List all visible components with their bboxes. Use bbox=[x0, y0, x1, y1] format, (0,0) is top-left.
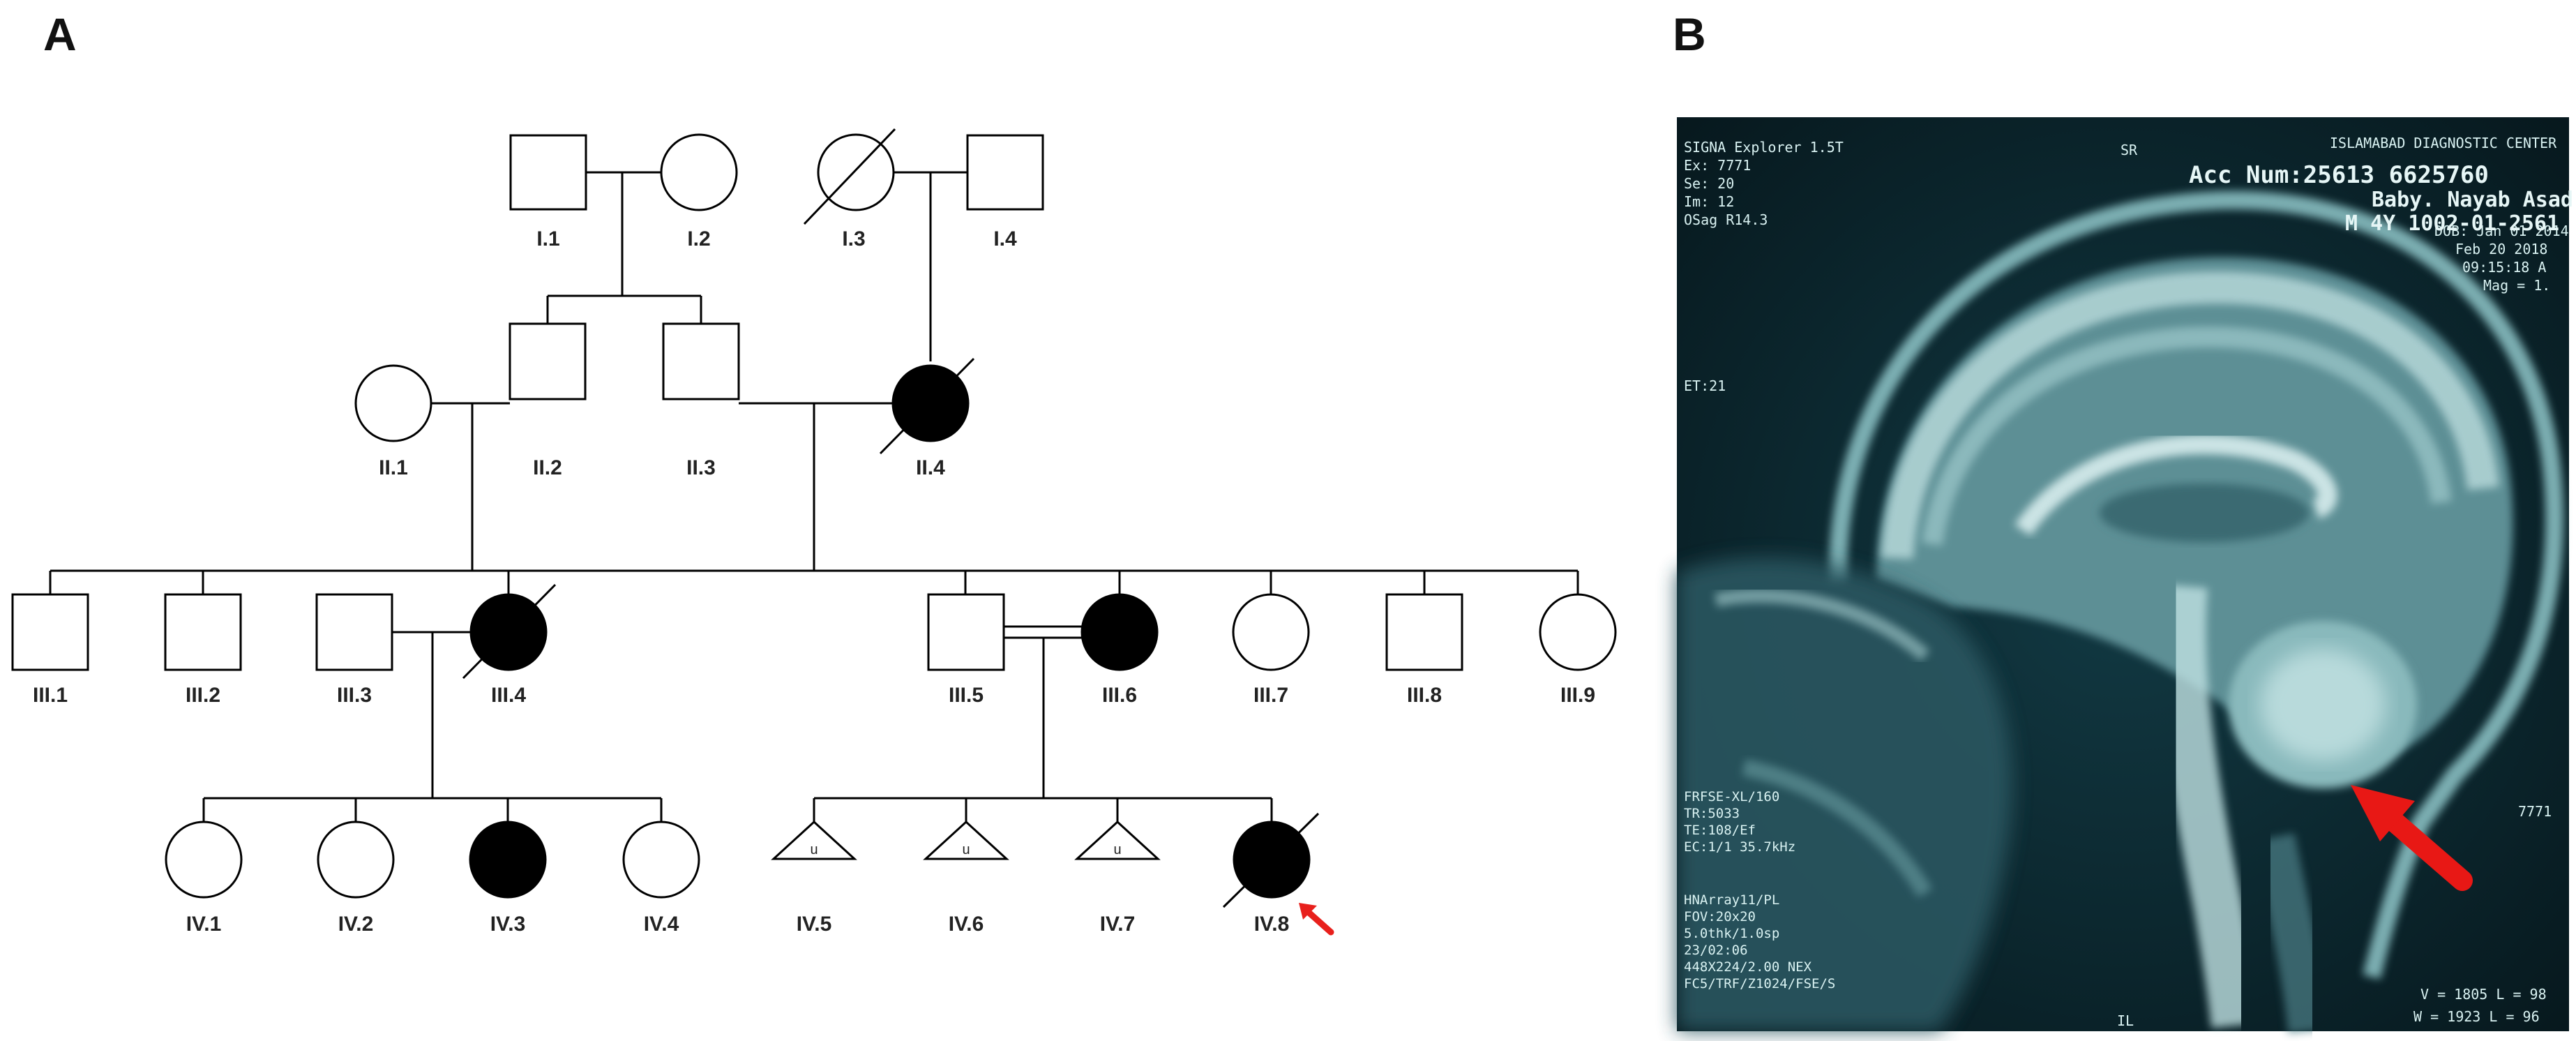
label-IV6: IV.6 bbox=[949, 913, 984, 936]
proband-arrow-icon bbox=[1299, 903, 1334, 936]
label-IV5: IV.5 bbox=[797, 913, 832, 936]
deceased-slash-IV8 bbox=[1222, 812, 1320, 908]
label-I1: I.1 bbox=[536, 227, 559, 250]
individual-II4 bbox=[879, 357, 975, 455]
label-III8: III.8 bbox=[1407, 684, 1442, 707]
scan-et: ET:21 bbox=[1684, 377, 1726, 394]
label-II4: II.4 bbox=[916, 456, 945, 479]
unknown-sex-mark-IV5: u bbox=[810, 842, 818, 857]
individual-III7 bbox=[1232, 593, 1310, 671]
scan-level: V = 1805 L = 98 bbox=[2420, 986, 2547, 1003]
individual-III6 bbox=[1080, 593, 1159, 671]
scan-info-line-4: Im: 12 bbox=[1684, 193, 1734, 210]
scan-center-name: ISLAMABAD DIAGNOSTIC CENTER bbox=[2330, 135, 2557, 151]
scan-info-line-2: Ex: 7771 bbox=[1684, 157, 1751, 174]
label-II1: II.1 bbox=[379, 456, 408, 479]
label-III7: III.7 bbox=[1253, 684, 1288, 707]
scan-window: W = 1923 L = 96 bbox=[2413, 1008, 2540, 1025]
individual-III1 bbox=[11, 593, 89, 671]
individual-IV2 bbox=[317, 821, 395, 899]
individual-IV1 bbox=[165, 821, 243, 899]
individual-II3 bbox=[662, 322, 740, 400]
label-IV8: IV.8 bbox=[1254, 913, 1290, 936]
label-I3: I.3 bbox=[842, 227, 865, 250]
label-IV2: IV.2 bbox=[338, 913, 374, 936]
individual-IV8 bbox=[1222, 812, 1320, 908]
scan-info-line-1: SIGNA Explorer 1.5T bbox=[1684, 139, 1844, 156]
scan-info-line-3: Se: 20 bbox=[1684, 175, 1734, 192]
finding-arrow-icon bbox=[2351, 785, 2473, 891]
label-II2: II.2 bbox=[533, 456, 562, 479]
scan-seq-line-9: 23/02:06 bbox=[1684, 943, 1748, 958]
scan-seq-line-11: FC5/TRF/Z1024/FSE/S bbox=[1684, 976, 1835, 991]
individual-III8 bbox=[1385, 593, 1463, 671]
label-IV7: IV.7 bbox=[1100, 913, 1136, 936]
individual-IV7 bbox=[1074, 820, 1161, 860]
deceased-slash-I3 bbox=[803, 128, 896, 225]
individual-I3 bbox=[803, 128, 896, 225]
label-I4: I.4 bbox=[993, 227, 1017, 250]
individual-II1 bbox=[354, 364, 432, 442]
mri-image: SIGNA Explorer 1.5T Ex: 7771 Se: 20 Im: … bbox=[1677, 117, 2573, 1034]
scan-time: 09:15:18 A bbox=[2462, 259, 2546, 276]
unknown-sex-mark-IV6: u bbox=[962, 842, 970, 857]
scan-bottom-mid: IL bbox=[2117, 1012, 2134, 1029]
panel-b-letter: B bbox=[1673, 8, 1706, 60]
label-IV4: IV.4 bbox=[644, 913, 679, 936]
label-III1: III.1 bbox=[33, 684, 68, 707]
pedigree-chart bbox=[11, 128, 1617, 908]
scan-accession: Acc Num:25613 6625760 bbox=[2189, 161, 2489, 189]
scan-dob: DOB: Jan 01 2014 bbox=[2434, 223, 2569, 239]
deceased-slash-III4 bbox=[462, 583, 557, 680]
label-III5: III.5 bbox=[949, 684, 984, 707]
panel-a-letter: A bbox=[43, 8, 77, 60]
individual-II2 bbox=[509, 322, 587, 400]
label-III9: III.9 bbox=[1560, 684, 1595, 707]
deceased-slash-II4 bbox=[879, 357, 975, 455]
scan-seq-line-1: FRFSE-XL/160 bbox=[1684, 789, 1779, 804]
individual-III5 bbox=[927, 593, 1005, 671]
individual-I2 bbox=[660, 133, 738, 211]
scan-sr: SR bbox=[2121, 142, 2138, 158]
label-III6: III.6 bbox=[1102, 684, 1137, 707]
individual-I4 bbox=[966, 134, 1044, 211]
label-III3: III.3 bbox=[337, 684, 372, 707]
scan-mag: Mag = 1. bbox=[2483, 277, 2550, 294]
individual-IV6 bbox=[923, 820, 1009, 860]
individual-IV5 bbox=[771, 820, 857, 860]
label-III4: III.4 bbox=[491, 684, 526, 707]
individual-I1 bbox=[509, 134, 587, 211]
unknown-sex-mark-IV7: u bbox=[1113, 842, 1121, 857]
label-II3: II.3 bbox=[686, 456, 716, 479]
label-III2: III.2 bbox=[186, 684, 220, 707]
scan-right-mid: 7771 bbox=[2518, 803, 2552, 820]
scan-seq-line-8: 5.0thk/1.0sp bbox=[1684, 926, 1779, 941]
scan-seq-line-10: 448X224/2.00 NEX bbox=[1684, 959, 1812, 975]
individual-III9 bbox=[1539, 593, 1617, 671]
scan-date: Feb 20 2018 bbox=[2455, 241, 2547, 257]
scan-seq-line-4: EC:1/1 35.7kHz bbox=[1684, 839, 1795, 855]
individual-IV3 bbox=[469, 821, 547, 899]
scan-seq-line-2: TR:5033 bbox=[1684, 806, 1740, 821]
label-IV3: IV.3 bbox=[490, 913, 526, 936]
label-I2: I.2 bbox=[687, 227, 710, 250]
scan-patient-id: M 4Y 1002-01-2561 bbox=[2345, 211, 2559, 236]
individual-IV4 bbox=[622, 821, 700, 899]
label-IV1: IV.1 bbox=[186, 913, 222, 936]
individual-III4 bbox=[462, 583, 557, 680]
scan-seq-line-3: TE:108/Ef bbox=[1684, 823, 1756, 838]
scan-seq-line-6: HNArray11/PL bbox=[1684, 892, 1779, 908]
individual-III2 bbox=[164, 593, 242, 671]
scan-patient-name: Baby. Nayab Asad bbox=[2372, 188, 2573, 212]
scan-seq-line-7: FOV:20x20 bbox=[1684, 909, 1756, 924]
scan-info-line-5: OSag R14.3 bbox=[1684, 211, 1768, 228]
individual-III3 bbox=[315, 593, 393, 671]
